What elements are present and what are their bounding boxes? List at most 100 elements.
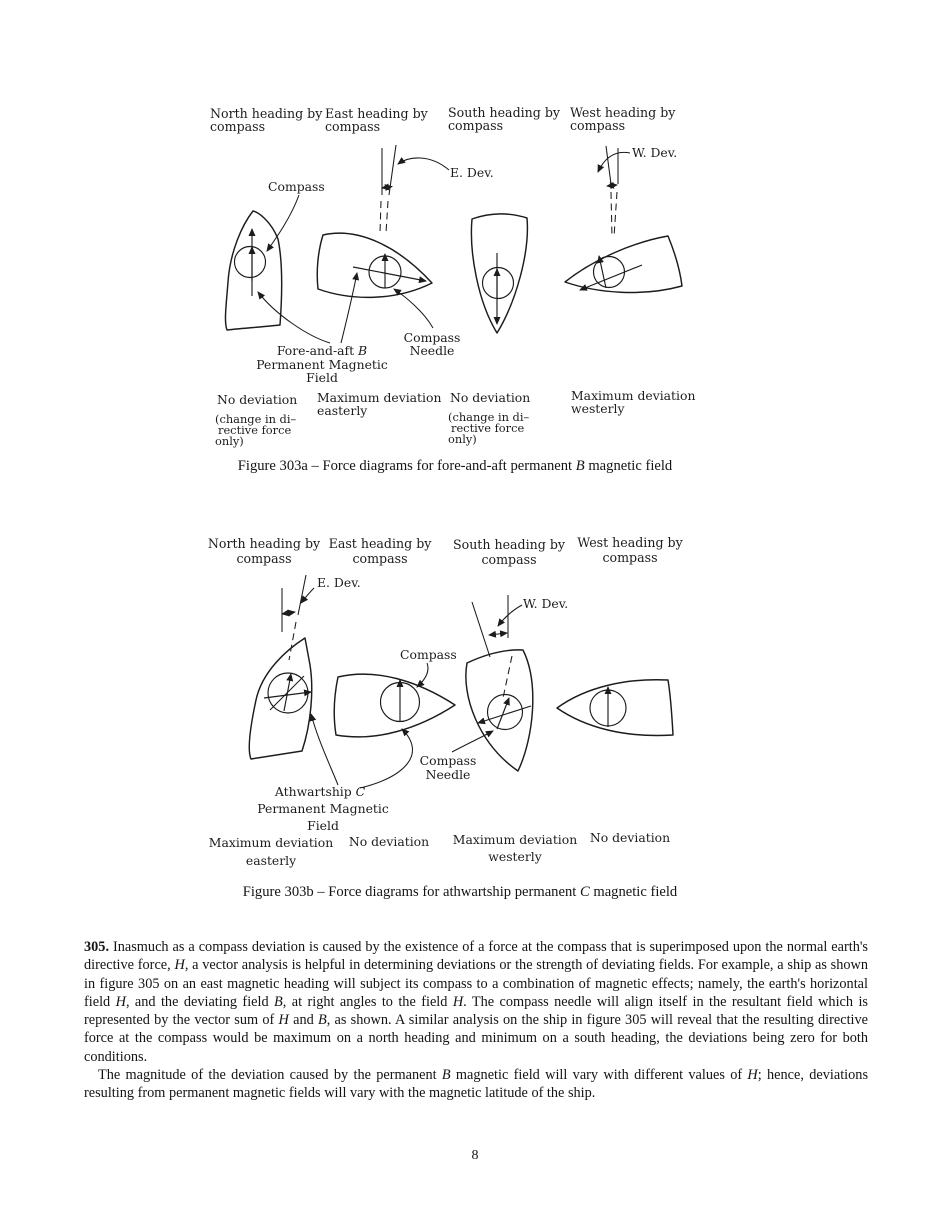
result-south-l4: only) — [448, 432, 477, 446]
result-north-l1: No deviation — [217, 392, 297, 407]
fig-b-heading-east-l2: compass — [352, 551, 407, 566]
ship-south-heading — [470, 213, 529, 334]
magnetic-north-dashed — [379, 200, 382, 234]
fig-a-heading-north: North heading by — [210, 106, 323, 121]
result-south-l2: westerly — [488, 849, 542, 864]
compass-north-line — [297, 574, 307, 616]
field-label-leader-1 — [257, 291, 331, 344]
compass-north-line — [471, 601, 491, 658]
compass-circle — [233, 245, 267, 279]
compass-label: Compass — [400, 647, 457, 662]
field-label-line1: Athwartship C — [274, 784, 366, 799]
fig-b-heading-east: East heading by — [329, 536, 433, 551]
result-east-l1: No deviation — [349, 834, 429, 849]
needle-arrow — [597, 255, 607, 289]
resultant-line — [269, 675, 305, 711]
figure-303a-caption: Figure 303a – Force diagrams for fore-an… — [237, 458, 673, 474]
result-south-l3: rective force — [451, 421, 524, 435]
compass-north-dashed — [385, 200, 389, 234]
w-dev-label: W. Dev. — [523, 596, 568, 611]
needle-label-line2: Needle — [410, 343, 455, 358]
deviating-force-arrow — [579, 264, 643, 291]
e-dev-label: E. Dev. — [317, 575, 361, 590]
figure-303a-diagram: North heading by compass East heading by… — [210, 105, 695, 448]
paragraph-305: 305. Inasmuch as a compass deviation is … — [84, 939, 869, 1065]
needle-label-line1: Compass — [420, 753, 477, 768]
field-label-line2: Permanent Magnetic — [257, 801, 389, 816]
compass-north-dashed — [610, 191, 613, 238]
result-west-l2: westerly — [571, 401, 625, 416]
compass-north-line — [605, 145, 612, 185]
compass-circle — [481, 266, 515, 300]
fig-a-heading-south: South heading by — [448, 105, 561, 120]
result-north-l2: easterly — [246, 853, 296, 868]
figure-303b-diagram: North heading by compass East heading by… — [208, 535, 684, 868]
deviating-force-arrow — [477, 705, 532, 725]
fig-a-heading-east: East heading by — [325, 106, 429, 121]
needle-label-leader — [393, 288, 434, 329]
fig-b-heading-west: West heading by — [577, 535, 683, 550]
needle-label-line1: Compass — [404, 330, 461, 345]
field-label-leader-2 — [359, 728, 413, 789]
compass-north-dashed — [288, 621, 297, 661]
needle-label-line2: Needle — [426, 767, 471, 782]
ship-north-heading — [248, 574, 313, 760]
fig-a-heading-west-l2: compass — [570, 118, 625, 133]
fig-b-heading-west-l2: compass — [602, 550, 657, 565]
w-dev-leader — [597, 151, 631, 173]
e-dev-leader — [300, 587, 315, 604]
needle-label-leader — [451, 730, 494, 753]
e-dev-label: E. Dev. — [450, 165, 494, 180]
fig-b-heading-north-l2: compass — [236, 551, 291, 566]
fig-b-heading-south-l2: compass — [481, 552, 536, 567]
deviation-angle-arrow — [488, 630, 508, 638]
compass-label-leader — [266, 194, 300, 252]
fig-a-heading-west: West heading by — [570, 105, 676, 120]
compass-label-leader — [416, 662, 429, 688]
deviation-angle-arrow — [381, 183, 393, 191]
deviating-force-arrow — [352, 266, 427, 284]
e-dev-leader — [397, 157, 450, 171]
fig-b-heading-north: North heading by — [208, 536, 321, 551]
fig-a-heading-north-l2: compass — [210, 119, 265, 134]
deviation-angle-arrow — [281, 609, 296, 617]
figure-303b-caption: Figure 303b – Force diagrams for athwart… — [242, 884, 678, 900]
result-north-l4: only) — [215, 434, 244, 448]
fig-a-heading-east-l2: compass — [325, 119, 380, 134]
deviation-angle-arrow — [606, 181, 618, 190]
field-label-leader-1 — [309, 713, 339, 786]
result-east-l2: easterly — [317, 403, 367, 418]
ship-west-heading — [556, 679, 674, 737]
fig-a-heading-south-l2: compass — [448, 118, 503, 133]
compass-circle — [486, 693, 524, 731]
body-text: 305. Inasmuch as a compass deviation is … — [84, 938, 868, 1103]
ship-east-heading — [333, 673, 456, 738]
result-north-l2: (change in di– — [215, 412, 296, 426]
field-label-line3: Field — [306, 370, 338, 385]
page-number: 8 — [471, 1148, 479, 1163]
ship-west-heading — [564, 145, 683, 294]
field-label-line2: Permanent Magnetic — [256, 357, 388, 372]
field-label-leader-2 — [340, 272, 360, 344]
result-east-l1: Maximum deviation — [317, 390, 441, 405]
fig-b-heading-south: South heading by — [453, 537, 566, 552]
ship-north-heading — [224, 210, 283, 331]
result-north-l1: Maximum deviation — [209, 835, 333, 850]
field-label-line1: Fore-and-aft B — [277, 343, 367, 358]
heading-dashed-line — [502, 655, 513, 699]
w-dev-label: W. Dev. — [632, 145, 677, 160]
result-north-l3: rective force — [218, 423, 291, 437]
magnetic-north-dashed — [613, 191, 618, 238]
field-label-line3: Field — [307, 818, 339, 833]
w-dev-leader — [497, 604, 523, 627]
paragraph-305-continued: The magnitude of the deviation caused by… — [84, 1067, 869, 1102]
result-west-l1: Maximum deviation — [571, 388, 695, 403]
result-south-l1: No deviation — [450, 390, 530, 405]
compass-north-line — [388, 144, 397, 196]
compass-label: Compass — [268, 179, 325, 194]
needle-arrow — [496, 697, 510, 730]
ship-south-heading — [465, 595, 534, 772]
result-south-l2: (change in di– — [448, 410, 529, 424]
result-west-l1: No deviation — [590, 830, 670, 845]
